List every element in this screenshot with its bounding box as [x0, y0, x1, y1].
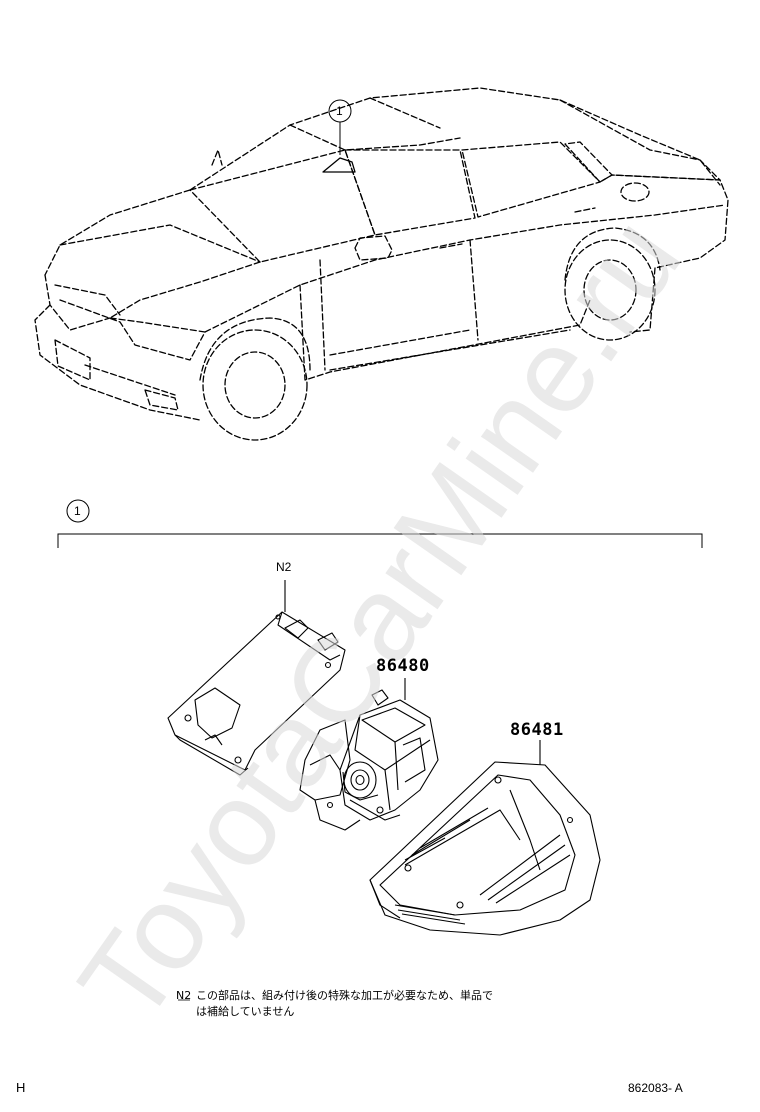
camera-part	[299, 678, 439, 831]
footnote-line-2: は補給していません	[176, 1004, 596, 1020]
group-callout-number: 1	[74, 504, 81, 518]
camera-part-number: 86480	[376, 656, 430, 676]
footnote-text-2: は補給していません	[196, 1005, 295, 1018]
car-illustration	[34, 87, 729, 441]
bracket-part	[167, 580, 346, 776]
cover-part	[369, 740, 601, 936]
cover-part-number: 86481	[510, 720, 564, 740]
footer-left-code: H	[16, 1080, 26, 1095]
footnote-line-1: N2 この部品は、組み付け後の特殊な加工が必要なため、単品で	[176, 988, 596, 1004]
car-callout-number: 1	[336, 104, 343, 118]
diagram-id: 862083- A	[628, 1081, 683, 1095]
group-bracket	[57, 499, 703, 548]
footnote-text-1: この部品は、組み付け後の特殊な加工が必要なため、単品で	[196, 989, 493, 1002]
bracket-label: N2	[276, 560, 292, 574]
footnote: N2 この部品は、組み付け後の特殊な加工が必要なため、単品で は補給していません	[176, 988, 596, 1020]
car-callout	[328, 99, 352, 155]
footnote-marker: N2	[176, 989, 192, 1002]
